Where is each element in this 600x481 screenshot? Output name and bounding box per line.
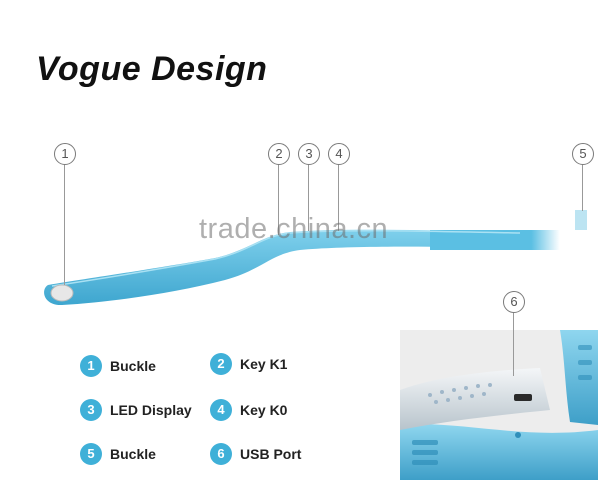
callout-1: 1 [54,143,76,165]
legend-item: 6 USB Port [210,443,301,465]
buckle-icon [50,284,74,302]
legend-item: 3 LED Display [80,399,192,421]
photo-strap [400,424,598,480]
legend-item: 5 Buckle [80,443,156,465]
legend-label: Key K1 [240,356,288,372]
callout-3: 3 [298,143,320,165]
usb-port-closeup-photo [400,330,598,480]
page-title: Vogue Design [36,50,268,88]
callout-2: 2 [268,143,290,165]
legend-badge: 2 [210,353,232,375]
legend-label: Buckle [110,446,156,462]
band-strap-fade [430,230,560,250]
usb-port-icon [514,394,532,401]
right-buckle-icon [575,210,587,230]
callout-5: 5 [572,143,594,165]
watermark: trade.china.cn [199,213,389,245]
legend-badge: 4 [210,399,232,421]
legend-item: 2 Key K1 [210,353,287,375]
legend-badge: 5 [80,443,102,465]
band-strap [44,229,511,306]
legend-item: 4 Key K0 [210,399,287,421]
callout-4: 4 [328,143,350,165]
legend-label: USB Port [240,446,302,462]
legend-badge: 6 [210,443,232,465]
legend-item: 1 Buckle [80,355,156,377]
device-body [400,368,550,430]
wristband-illustration [44,210,587,306]
legend-label: LED Display [110,402,192,418]
legend-label: Buckle [110,358,156,374]
legend-badge: 1 [80,355,102,377]
legend-badge: 3 [80,399,102,421]
callout-6: 6 [503,291,525,313]
legend-label: Key K0 [240,402,288,418]
usb-closeup-illustration [400,330,598,480]
